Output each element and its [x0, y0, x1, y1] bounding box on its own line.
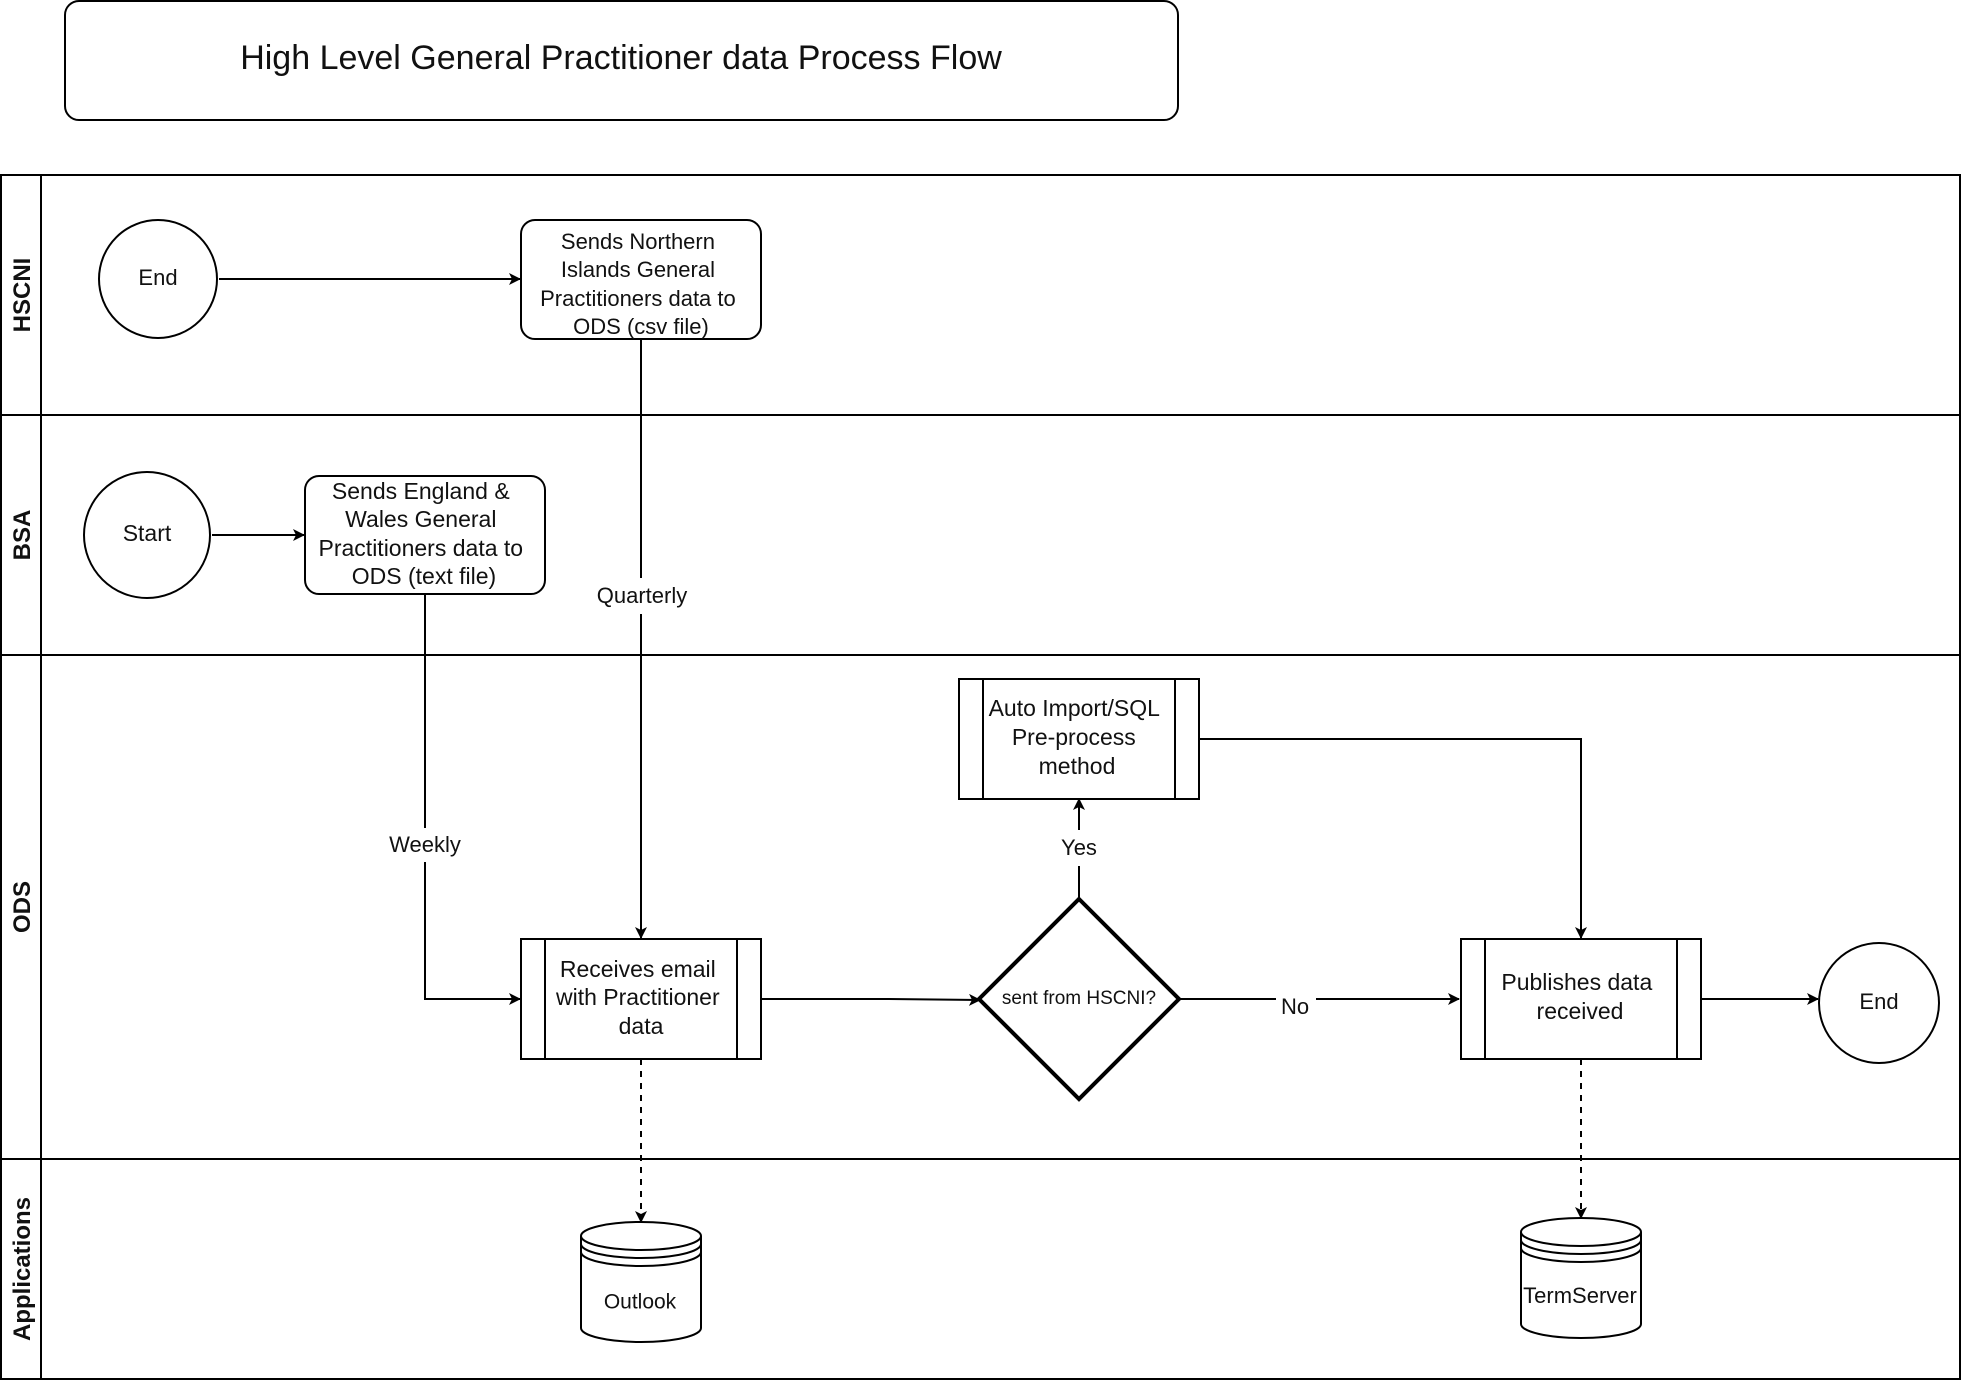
hscni-send-process: Sends Northern Islands General Practitio… — [520, 219, 762, 340]
svg-text:Quarterly: Quarterly — [597, 583, 687, 608]
svg-text:sent from HSCNI?: sent from HSCNI? — [1002, 988, 1156, 1009]
receives-email-process: Receives email with Practitioner data — [520, 938, 762, 1060]
svg-text:Publishes data received: Publishes data received — [1501, 963, 1658, 1024]
title-box: High Level General Practitioner data Pro… — [64, 0, 1179, 121]
publishes-data-process: Publishes data received — [1460, 938, 1702, 1060]
svg-text:Sends Northern Islands G: Sends Northern Islands General Practitio… — [540, 223, 742, 339]
svg-text:No: No — [1281, 994, 1309, 1019]
lane-label-ods: ODS — [9, 881, 36, 933]
diagram-title: High Level General Practitioner data Pro… — [240, 39, 1002, 77]
auto-import-process: Auto Import/SQL Pre-process method — [958, 678, 1200, 800]
edge-auto-import-to-publishes — [1199, 738, 1587, 939]
edge-label-no: No — [1276, 988, 1316, 1026]
edge-label-weekly: Weekly — [382, 828, 468, 862]
svg-text:Sends England & Wales Ge: Sends England & Wales General Practition… — [319, 472, 530, 589]
termserver-label: TermServer — [1523, 1283, 1637, 1308]
ods-end-node: End — [1818, 942, 1940, 1064]
svg-text:Receives email with Prac: Receives email with Practitioner data — [555, 950, 726, 1039]
termserver-database-icon: TermServer — [1520, 1217, 1642, 1339]
bsa-start-node: Start — [83, 471, 211, 599]
hscni-end-node: End — [98, 219, 218, 339]
decision-sent-from-hscni: sent from HSCNI? — [976, 896, 1182, 1102]
svg-text:End: End — [138, 265, 177, 290]
lane-label-hscni: HSCNI — [9, 258, 36, 333]
lane-label-bsa: BSA — [9, 510, 36, 561]
svg-text:Yes: Yes — [1061, 835, 1097, 860]
edge-label-yes: Yes — [1054, 830, 1106, 866]
svg-text:Auto Import/SQL Pre-proc: Auto Import/SQL Pre-process method — [989, 689, 1166, 779]
outlook-database-icon: Outlook — [580, 1221, 702, 1343]
lane-label-applications: Applications — [9, 1197, 36, 1341]
edge-receives-to-decision — [761, 993, 981, 1006]
edge-label-quarterly: Quarterly — [586, 578, 696, 614]
bsa-send-process: Sends England & Wales General Practition… — [304, 472, 546, 595]
svg-text:End: End — [1859, 989, 1898, 1014]
edge-bsa-send-to-receives — [424, 594, 521, 1005]
svg-text:Weekly: Weekly — [389, 832, 461, 857]
svg-text:Start: Start — [123, 520, 172, 546]
outlook-label: Outlook — [604, 1291, 677, 1314]
